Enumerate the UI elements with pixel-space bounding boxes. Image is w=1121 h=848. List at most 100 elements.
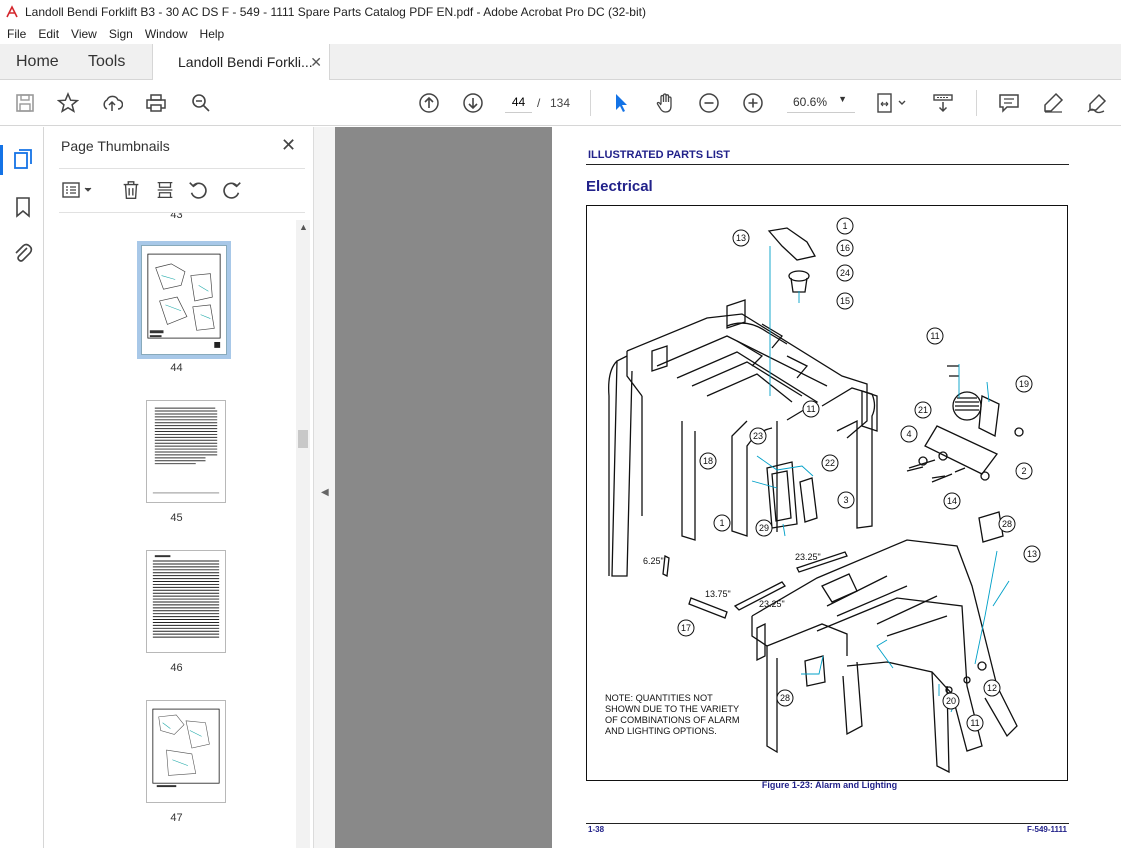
collapse-panel-icon[interactable]: ◀	[321, 487, 329, 498]
panel-divider-2	[59, 212, 305, 213]
panel-title: Page Thumbnails	[61, 138, 170, 154]
thumbnail-46-preview	[152, 555, 220, 638]
menu-window[interactable]: Window	[144, 27, 188, 41]
header-rule	[586, 164, 1069, 165]
page-up-icon[interactable]	[417, 91, 441, 115]
callout-label: 11	[806, 404, 815, 414]
highlight-icon[interactable]	[1041, 91, 1065, 115]
page-thumbnails-icon[interactable]	[11, 147, 35, 171]
fit-page-icon[interactable]	[876, 91, 910, 115]
dimension-label: 23.25"	[759, 599, 785, 609]
page-thumbnails-panel: Page Thumbnails ✕ 43 44	[45, 127, 313, 848]
hand-icon[interactable]	[653, 91, 677, 115]
tab-document[interactable]: Landoll Bendi Forkli... ✕	[152, 44, 330, 81]
callout-label: 19	[1019, 379, 1029, 389]
select-arrow-icon[interactable]	[609, 91, 633, 115]
callout-label: 22	[825, 458, 835, 468]
page-separator: /	[537, 96, 541, 110]
callout-label: 20	[946, 696, 956, 706]
zoom-search-icon[interactable]	[189, 91, 213, 115]
extract-page-icon[interactable]	[153, 178, 177, 202]
tab-home[interactable]: Home	[16, 53, 59, 70]
tab-tools[interactable]: Tools	[88, 53, 126, 70]
toolbar	[0, 80, 1121, 126]
tab-document-label: Landoll Bendi Forkli...	[178, 54, 313, 70]
footer-document-id: F-549-1111	[1026, 825, 1067, 834]
panel-splitter[interactable]: ◀	[313, 127, 335, 848]
callout-label: 28	[780, 693, 790, 703]
page-number-input[interactable]	[505, 91, 532, 113]
sign-icon[interactable]	[1085, 91, 1109, 115]
thumbnail-page-45[interactable]	[146, 400, 226, 503]
callout-label: 13	[1027, 549, 1037, 559]
active-indicator	[0, 145, 3, 175]
rotate-right-icon[interactable]	[220, 178, 244, 202]
callout-label: 1	[842, 221, 847, 231]
zoom-out-icon[interactable]	[697, 91, 721, 115]
window-title: Landoll Bendi Forklift B3 - 30 AC DS F -…	[25, 5, 646, 19]
callout-label: 15	[840, 296, 850, 306]
save-icon[interactable]	[13, 91, 37, 115]
callout-label: 16	[840, 243, 850, 253]
scrollbar-thumb[interactable]	[298, 430, 308, 448]
thumbnail-page-46[interactable]	[146, 550, 226, 653]
callout-label: 18	[703, 456, 713, 466]
rotate-left-icon[interactable]	[186, 178, 210, 202]
toolbar-divider	[590, 90, 591, 116]
thumbnail-scrollbar[interactable]: ▲	[296, 220, 310, 848]
upload-icon[interactable]	[100, 91, 124, 115]
delete-page-icon[interactable]	[119, 178, 143, 202]
diagram-note: NOTE: QUANTITIES NOT SHOWN DUE TO THE VA…	[605, 693, 755, 737]
page-header: ILLUSTRATED PARTS LIST	[588, 149, 730, 161]
callout-label: 23	[753, 431, 763, 441]
menu-help[interactable]: Help	[199, 27, 225, 41]
callout-label: 14	[947, 496, 957, 506]
dimension-label: 13.75"	[705, 589, 731, 599]
close-tab-icon[interactable]: ✕	[310, 54, 322, 70]
page-total: 134	[550, 96, 571, 110]
dimension-label: 23.25"	[795, 552, 821, 562]
thumbnail-44-preview	[147, 253, 221, 348]
menu-view[interactable]: View	[71, 27, 97, 41]
options-menu-icon[interactable]	[60, 178, 96, 202]
callout-label: 11	[970, 718, 979, 728]
callout-label: 13	[736, 233, 746, 243]
callout-label: 29	[759, 523, 769, 533]
zoom-in-icon[interactable]	[741, 91, 765, 115]
attachments-icon[interactable]	[11, 241, 35, 265]
footer-page-number: 1-38	[588, 825, 605, 834]
pdf-page: ILLUSTRATED PARTS LIST Electrical	[552, 127, 1121, 848]
menu-bar: File Edit View Sign Window Help	[0, 24, 1121, 44]
figure-caption: Figure 1-23: Alarm and Lighting	[761, 780, 898, 790]
zoom-value: 60.6%	[793, 95, 828, 109]
left-navigation-rail	[0, 127, 44, 848]
callout-label: 28	[1002, 519, 1012, 529]
callout-label: 2	[1021, 466, 1026, 476]
callout-label: 4	[906, 429, 911, 439]
menu-file[interactable]: File	[7, 27, 27, 41]
page-down-icon[interactable]	[461, 91, 485, 115]
thumbnail-label-46: 46	[170, 662, 183, 674]
comment-icon[interactable]	[997, 91, 1021, 115]
bookmarks-icon[interactable]	[11, 195, 35, 219]
acrobat-app-icon	[6, 5, 18, 18]
thumbnail-page-47[interactable]	[146, 700, 226, 803]
thumbnail-label-47: 47	[170, 812, 183, 824]
thumbnail-label-partial: 43	[170, 213, 183, 221]
thumbnail-45-preview	[152, 407, 220, 494]
thumbnail-page-44[interactable]	[141, 245, 227, 355]
close-panel-icon[interactable]: ✕	[281, 135, 297, 155]
scroll-mode-icon[interactable]	[931, 91, 955, 115]
callout-label: 11	[930, 331, 939, 341]
title-bar: Landoll Bendi Forklift B3 - 30 AC DS F -…	[0, 0, 1121, 24]
menu-edit[interactable]: Edit	[38, 27, 60, 41]
print-icon[interactable]	[144, 91, 168, 115]
section-title: Electrical	[586, 178, 653, 195]
menu-sign[interactable]: Sign	[108, 27, 133, 41]
callout-label: 17	[681, 623, 691, 633]
scroll-up-icon[interactable]: ▲	[299, 222, 308, 232]
callout-label: 24	[840, 268, 850, 278]
zoom-select[interactable]: 60.6% ▼	[787, 91, 855, 113]
bookmark-star-icon[interactable]	[56, 91, 80, 115]
thumbnail-list: 43 44 45	[59, 213, 294, 848]
